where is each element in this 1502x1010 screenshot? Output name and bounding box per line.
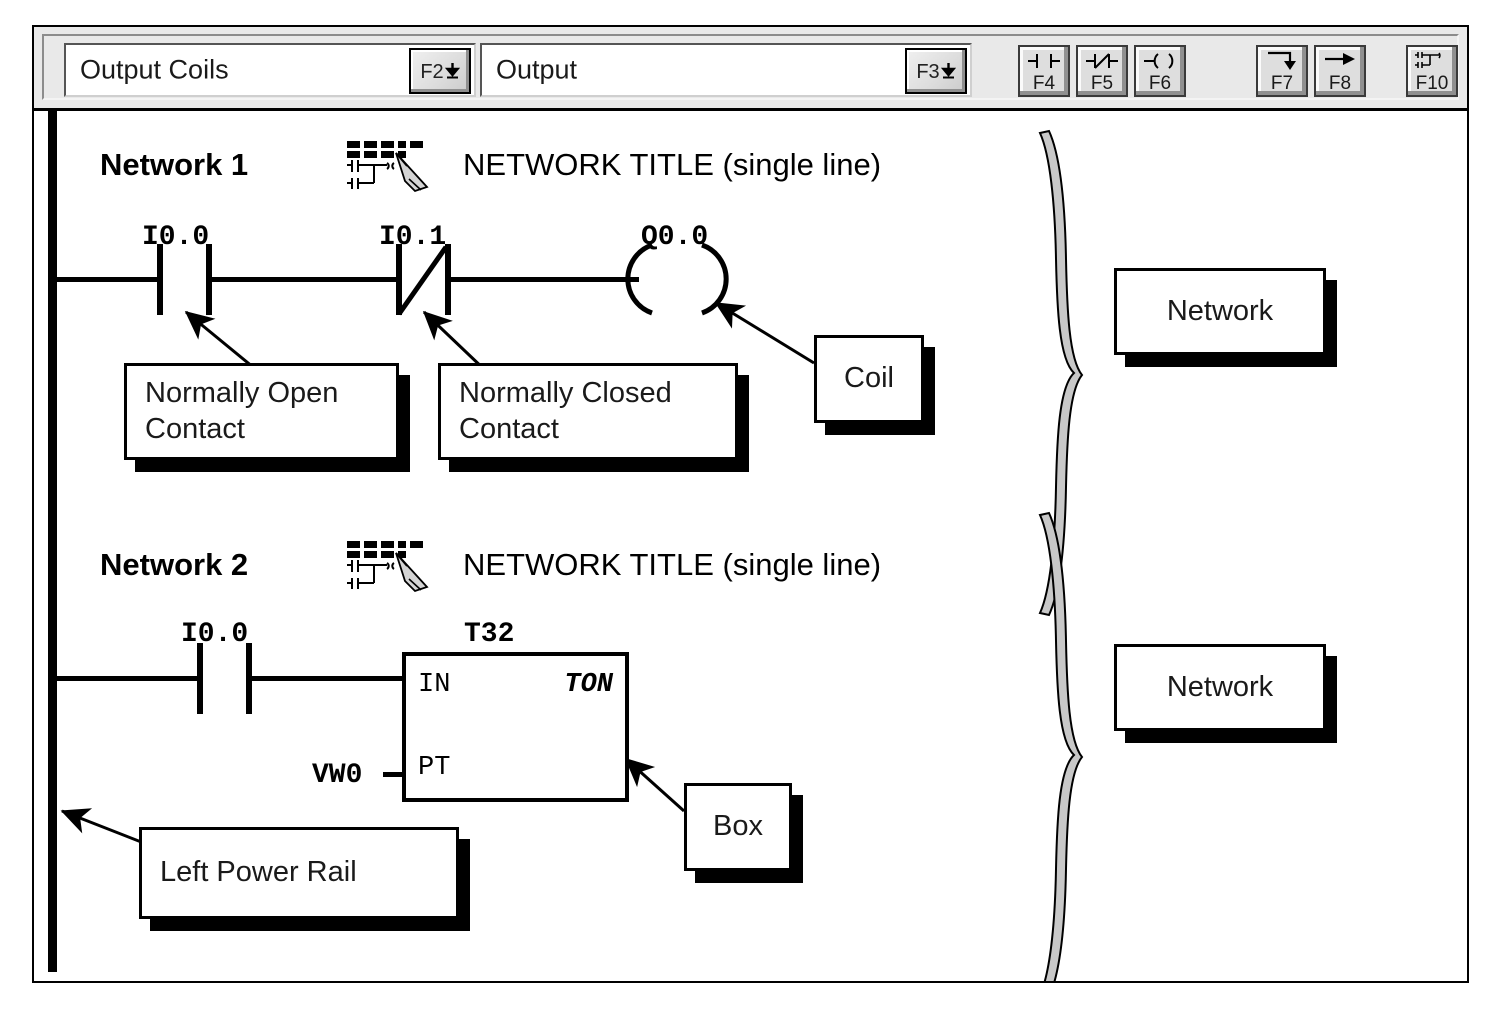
network-2-header: Network 2 xyxy=(100,541,920,593)
ladder-canvas[interactable]: Network 1 xyxy=(34,111,1467,981)
network-1-number: Network 1 xyxy=(100,147,249,182)
branch-down-icon xyxy=(1258,50,1306,72)
network-1-annotation-text: Network xyxy=(1166,294,1274,327)
network-2-title[interactable]: NETWORK TITLE (single line) xyxy=(463,547,882,582)
chevron-down-icon xyxy=(940,62,956,84)
contact-address-i01[interactable]: I0.1 xyxy=(379,222,447,253)
rung-wire-segment xyxy=(446,277,639,282)
contact-left-bar xyxy=(157,244,163,315)
insert-negated-contact-button[interactable]: F5 xyxy=(1076,45,1128,97)
f8-key-label: F8 xyxy=(1328,73,1352,94)
f5-key-label: F5 xyxy=(1090,73,1114,94)
network-1-brace xyxy=(1038,129,1084,617)
box-annotation-box: Box xyxy=(684,783,792,871)
box-annotation-text: Box xyxy=(713,810,763,843)
branch-right-icon xyxy=(1316,50,1364,72)
normally-closed-annotation-text: Normally Closed Contact xyxy=(459,377,672,445)
contact-address-i00-net2[interactable]: I0.0 xyxy=(181,619,249,650)
left-power-rail xyxy=(48,111,57,972)
insert-branch-right-button[interactable]: F8 xyxy=(1314,45,1366,97)
network-2-annotation-text: Network xyxy=(1166,670,1274,703)
normally-open-annotation-box: Normally Open Contact xyxy=(124,363,399,460)
power-rail-annotation-text: Left Power Rail xyxy=(160,856,357,889)
network-1-title[interactable]: NETWORK TITLE (single line) xyxy=(463,147,882,182)
coil-address-q00[interactable]: Q0.0 xyxy=(641,222,709,253)
operand-dropdown-label: F3 xyxy=(916,61,940,83)
leader-coil xyxy=(714,301,815,365)
network-2-annotation-box: Network xyxy=(1114,644,1326,731)
instruction-type-dropdown-label: F2 xyxy=(420,61,444,83)
leader-box xyxy=(624,757,686,813)
rung-wire-segment xyxy=(52,676,200,681)
instruction-type-value: Output Coils xyxy=(80,54,229,85)
contact-left-bar xyxy=(396,244,402,315)
network-title-edit-icon[interactable] xyxy=(343,139,435,200)
box-type-label: TON xyxy=(564,670,613,700)
instruction-type-combo[interactable]: Output Coils F2 xyxy=(64,43,476,97)
insert-branch-down-button[interactable]: F7 xyxy=(1256,45,1308,97)
operand-dropdown-button[interactable]: F3 xyxy=(905,48,967,94)
function-box-ton[interactable]: IN TON PT xyxy=(402,652,629,802)
rung-wire-segment xyxy=(52,277,160,282)
insert-network-button[interactable]: F10 xyxy=(1406,45,1458,97)
network-2-number: Network 2 xyxy=(100,547,249,582)
f7-key-label: F7 xyxy=(1270,73,1294,94)
contact-left-bar xyxy=(197,643,203,714)
coil-annotation-text: Coil xyxy=(844,362,894,395)
operand-value: Output xyxy=(496,54,578,85)
f4-key-label: F4 xyxy=(1032,73,1056,94)
insert-contact-button[interactable]: F4 xyxy=(1018,45,1070,97)
normally-open-annotation-text: Normally Open Contact xyxy=(145,377,339,445)
contact-right-bar xyxy=(206,244,212,315)
f10-key-label: F10 xyxy=(1415,73,1449,94)
insert-coil-button[interactable]: F6 xyxy=(1134,45,1186,97)
network-icon xyxy=(1408,50,1456,72)
contact-address-i00[interactable]: I0.0 xyxy=(142,222,210,253)
network-1-annotation-box: Network xyxy=(1114,268,1326,355)
network-title-edit-icon[interactable] xyxy=(343,539,435,600)
coil-annotation-box: Coil xyxy=(814,335,924,423)
chevron-down-icon xyxy=(444,62,460,84)
operand-combo[interactable]: Output F3 xyxy=(480,43,972,97)
rung-wire-segment xyxy=(250,676,402,681)
box-input-pin-in: IN xyxy=(418,670,451,700)
coil-icon xyxy=(1136,50,1184,72)
box-address-t32[interactable]: T32 xyxy=(464,619,515,650)
network-2-brace xyxy=(1038,511,1084,981)
pt-input-stub xyxy=(383,772,405,777)
network-1-header: Network 1 xyxy=(100,141,920,193)
rung-wire-segment xyxy=(210,277,399,282)
contact-right-bar xyxy=(445,244,451,315)
normally-open-contact-icon xyxy=(1020,50,1068,72)
instruction-type-dropdown-button[interactable]: F2 xyxy=(409,48,471,94)
instruction-toolbar: Output Coils F2 Output F3 xyxy=(34,27,1467,111)
box-operand-vw0[interactable]: VW0 xyxy=(312,760,363,791)
power-rail-annotation-box: Left Power Rail xyxy=(139,827,459,919)
contact-right-bar xyxy=(246,643,252,714)
normally-closed-annotation-box: Normally Closed Contact xyxy=(438,363,738,460)
normally-closed-contact-icon xyxy=(1078,50,1126,72)
box-input-pin-pt: PT xyxy=(418,753,451,783)
f6-key-label: F6 xyxy=(1148,73,1172,94)
